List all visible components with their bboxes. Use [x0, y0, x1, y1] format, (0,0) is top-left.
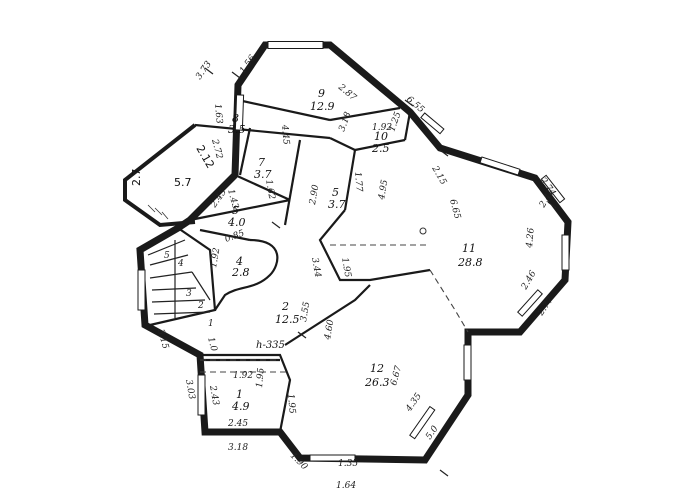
dimension-labels: 3.73 1.56 2.87 6.55 1.63 4.45 3.18 1.92 … [155, 53, 557, 490]
dimension-label: 2.15 [429, 164, 448, 187]
dashed-lines [200, 244, 469, 373]
dimension-label: 1.92 [233, 371, 253, 381]
dimension-label: 1.92 [209, 247, 222, 269]
room-4-number: 4 [235, 255, 243, 268]
room-7-number: 7 [258, 156, 265, 169]
dimension-label: 0.85 [224, 228, 247, 244]
room-2-number: 2 [281, 300, 289, 313]
dimension-label: 4.60 [323, 319, 337, 342]
dimension-label: 6.67 [389, 365, 404, 387]
dimension-label: 1.92 [372, 123, 392, 133]
dimension-label: 2.87 [335, 82, 358, 103]
dimension-label: 3.15 [155, 328, 170, 350]
room-12-area: 26.3 [364, 376, 390, 389]
ceiling-light-icon [419, 227, 427, 235]
dimension-label: 1.77 [352, 171, 364, 192]
room-6-area: 3.7 [328, 198, 346, 211]
dimension-label: 2.90 [308, 184, 322, 207]
interior-partitions [149, 98, 431, 433]
dimension-label: 3.44 [309, 257, 322, 279]
dimension-label: 1.25 [387, 111, 403, 134]
dimension-label: 3.03 [183, 379, 196, 401]
dimension-label: 4.26 [525, 227, 537, 249]
dimension-label: 1.64 [336, 481, 356, 490]
dimension-label: 3.73 [194, 59, 214, 81]
room-8-area: 3.5 [228, 123, 246, 136]
room-6-number: 5 [332, 186, 339, 199]
ceiling-height-note: h-335 [256, 340, 285, 351]
stair-step-number: 1 [208, 319, 214, 329]
room-4-area: 2.8 [231, 266, 250, 279]
room-8-number: 8 [232, 112, 239, 125]
dimension-label: 2.43 [207, 384, 221, 407]
room-5-area: 4.0 [227, 216, 246, 229]
dimension-label: 3.18 [337, 111, 353, 134]
extension-wall [123, 123, 197, 228]
dimension-label: 3.55 [299, 301, 312, 323]
room-9-number: 9 [318, 87, 325, 100]
extension-hatch [147, 204, 169, 220]
room-5-number: 5 [232, 204, 239, 217]
staircase [147, 239, 211, 318]
dimension-label: 1.95 [255, 367, 267, 388]
dimension-label: 2.46 [519, 269, 538, 292]
dimension-label: 1.95 [285, 393, 297, 414]
stair-step-number: 2 [197, 301, 204, 311]
room-10-number: 10 [374, 130, 388, 143]
windows [137, 41, 570, 462]
dimension-label: 4.95 [377, 179, 391, 202]
dimension-label: 4.45 [279, 123, 291, 145]
room-2-area: 12.5 [275, 313, 300, 326]
room-12-number: 12 [370, 362, 384, 375]
dimension-label: 1.62 [263, 179, 276, 201]
dimension-ticks [204, 67, 557, 477]
room-11-area: 28.8 [457, 256, 483, 269]
dimension-label: 1.43 [225, 188, 240, 210]
room-1-number: 1 [236, 388, 243, 401]
room-1-area: 4.9 [231, 400, 250, 413]
dimension-label: 6.65 [447, 198, 462, 220]
room-10-area: 2.5 [371, 142, 390, 155]
stair-step-number: 5 [164, 251, 170, 261]
stair-step-number: 4 [177, 259, 184, 269]
dimension-label: 4.35 [404, 391, 424, 414]
room-7-area: 3.7 [254, 168, 272, 181]
dimension-label: 1.63 [212, 103, 224, 124]
dimension-label: 3.18 [228, 443, 248, 453]
extension-area: 5.7 [174, 176, 192, 189]
room-11-number: 11 [462, 242, 476, 255]
room-9-area: 12.9 [310, 100, 335, 113]
stair-step-number: 3 [186, 289, 192, 299]
dimension-label: 1.35 [338, 459, 358, 469]
dimension-label: 2.45 [227, 419, 248, 429]
dimension-label: 1.95 [339, 257, 352, 279]
stair-step-numbers: 1 2 3 4 5 [164, 251, 214, 329]
dimension-label: 1.90 [288, 451, 309, 472]
dimension-label: 1.0 [205, 336, 218, 353]
extension-height: 2.7 [130, 169, 143, 187]
